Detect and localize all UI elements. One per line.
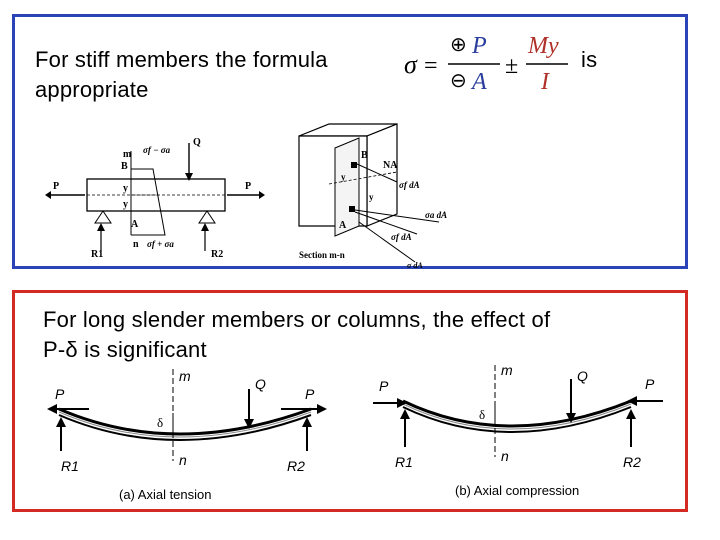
stiff-members-heading-cont: appropriate bbox=[35, 77, 149, 102]
beam-section-block: B NA y y σf dA σa dA σf dA A Section m-n… bbox=[298, 123, 447, 270]
compression-label-m: m bbox=[501, 362, 513, 378]
beam-label-stress-top: σf − σa bbox=[143, 145, 171, 155]
tension-beam-mid bbox=[58, 411, 312, 438]
beam-label-R1: R1 bbox=[91, 249, 103, 260]
beam-label-n: n bbox=[133, 239, 139, 250]
R1-head bbox=[97, 223, 105, 231]
beam-label-A: A bbox=[131, 219, 139, 230]
block-label-tail: σ dA bbox=[407, 261, 423, 270]
block-label-B: B bbox=[361, 150, 368, 161]
slender-members-panel: For long slender members or columns, the… bbox=[12, 290, 688, 512]
tension-beam-bot bbox=[58, 414, 312, 441]
P-right-head bbox=[259, 191, 265, 199]
stiff-members-is: is bbox=[581, 47, 598, 72]
beam-label-B: B bbox=[121, 161, 128, 172]
tension-label-R2: R2 bbox=[287, 458, 305, 474]
P-left-head bbox=[45, 191, 51, 199]
compression-P-right-head bbox=[627, 396, 637, 406]
beam-label-P-left: P bbox=[53, 181, 59, 192]
compression-label-P-right: P bbox=[645, 376, 655, 392]
compression-label-delta: δ bbox=[479, 407, 485, 422]
tension-caption: (a) Axial tension bbox=[119, 487, 212, 502]
compression-caption: (b) Axial compression bbox=[455, 483, 579, 498]
compression-label-Q: Q bbox=[577, 368, 588, 384]
compression-label-n: n bbox=[501, 448, 509, 464]
axial-tension-diagram: P m Q P δ n R1 R2 (a) Axial tension bbox=[47, 368, 327, 502]
stress-formula: σ = ⊕ ⊖ P A ± My I bbox=[404, 33, 568, 95]
arrow-tail bbox=[358, 221, 416, 263]
block-label-NA: NA bbox=[383, 160, 398, 171]
stiff-members-panel: For stiff members the formula appropriat… bbox=[12, 14, 688, 270]
tension-R2-head bbox=[302, 417, 312, 427]
formula-My: My bbox=[527, 33, 559, 59]
compression-P-left-head bbox=[397, 398, 407, 408]
element-A bbox=[349, 206, 355, 212]
tension-label-R1: R1 bbox=[61, 458, 79, 474]
tension-R1-head bbox=[56, 417, 66, 427]
tension-label-Q: Q bbox=[255, 376, 266, 392]
tension-P-left-head bbox=[47, 404, 57, 414]
slender-members-heading-cont: P-δ is significant bbox=[43, 337, 207, 362]
block-label-section: Section m-n bbox=[299, 250, 345, 260]
formula-I: I bbox=[540, 69, 550, 95]
compression-label-R1: R1 bbox=[395, 454, 413, 470]
compression-R1-head bbox=[400, 409, 410, 419]
arrow-sf-dA-2 bbox=[354, 211, 418, 235]
beam-label-P-right: P bbox=[245, 181, 251, 192]
formula-sigma: σ bbox=[404, 50, 418, 79]
formula-pm: ± bbox=[505, 53, 518, 79]
tension-P-right-head bbox=[317, 404, 327, 414]
tension-label-P-right: P bbox=[305, 386, 315, 402]
compression-label-P-left: P bbox=[379, 378, 389, 394]
compression-beam-bot bbox=[402, 406, 632, 433]
block-label-f2: σf dA bbox=[391, 232, 412, 242]
tension-label-delta: δ bbox=[157, 415, 163, 430]
tension-label-m: m bbox=[179, 368, 191, 384]
formula-P: P bbox=[471, 33, 487, 59]
beam-label-R2: R2 bbox=[211, 249, 223, 260]
compression-beam-mid bbox=[402, 403, 632, 430]
R2-head bbox=[201, 223, 209, 231]
compression-label-R2: R2 bbox=[623, 454, 641, 470]
neutral-axis bbox=[328, 171, 398, 185]
beam-label-y1: y bbox=[123, 183, 128, 194]
formula-A: A bbox=[470, 69, 487, 95]
formula-plus-circle: ⊕ bbox=[450, 34, 467, 56]
beam-label-stress-bot: σf + σa bbox=[147, 239, 174, 249]
slender-members-heading: For long slender members or columns, the… bbox=[43, 307, 551, 332]
compression-beam-top bbox=[402, 399, 632, 428]
compression-R2-head bbox=[626, 409, 636, 419]
support-right bbox=[198, 210, 216, 224]
stress-diagram bbox=[131, 168, 166, 236]
block-label-f1: σf dA bbox=[399, 180, 420, 190]
block-label-y1: y bbox=[341, 172, 346, 182]
load-Q-head bbox=[185, 173, 193, 181]
tension-beam-top bbox=[58, 407, 312, 436]
beam-label-m: m bbox=[123, 149, 132, 160]
tension-label-P-left: P bbox=[55, 386, 65, 402]
beam-label-Q: Q bbox=[193, 137, 201, 148]
element-B bbox=[351, 162, 357, 168]
beam-label-y2: y bbox=[123, 199, 128, 210]
arrow-sf-dA-1 bbox=[356, 163, 398, 183]
formula-equals: = bbox=[424, 53, 438, 79]
tension-Q-head bbox=[244, 419, 254, 429]
block-label-a1: σa dA bbox=[425, 210, 447, 220]
compression-Q-head bbox=[566, 413, 576, 423]
stiff-beam-diagram: m B Q σf − σa σf + σa P P y y A n R1 R2 bbox=[45, 137, 265, 260]
support-left bbox=[94, 210, 112, 224]
axial-compression-diagram: P m Q P δ n R1 R2 (b) Axial compression bbox=[373, 362, 663, 498]
arrow-sa-dA bbox=[354, 209, 440, 223]
block-label-A: A bbox=[339, 220, 347, 231]
stiff-members-heading: For stiff members the formula bbox=[35, 47, 328, 72]
formula-minus-circle: ⊖ bbox=[450, 70, 467, 92]
block-label-y2: y bbox=[369, 192, 374, 202]
tension-label-n: n bbox=[179, 452, 187, 468]
